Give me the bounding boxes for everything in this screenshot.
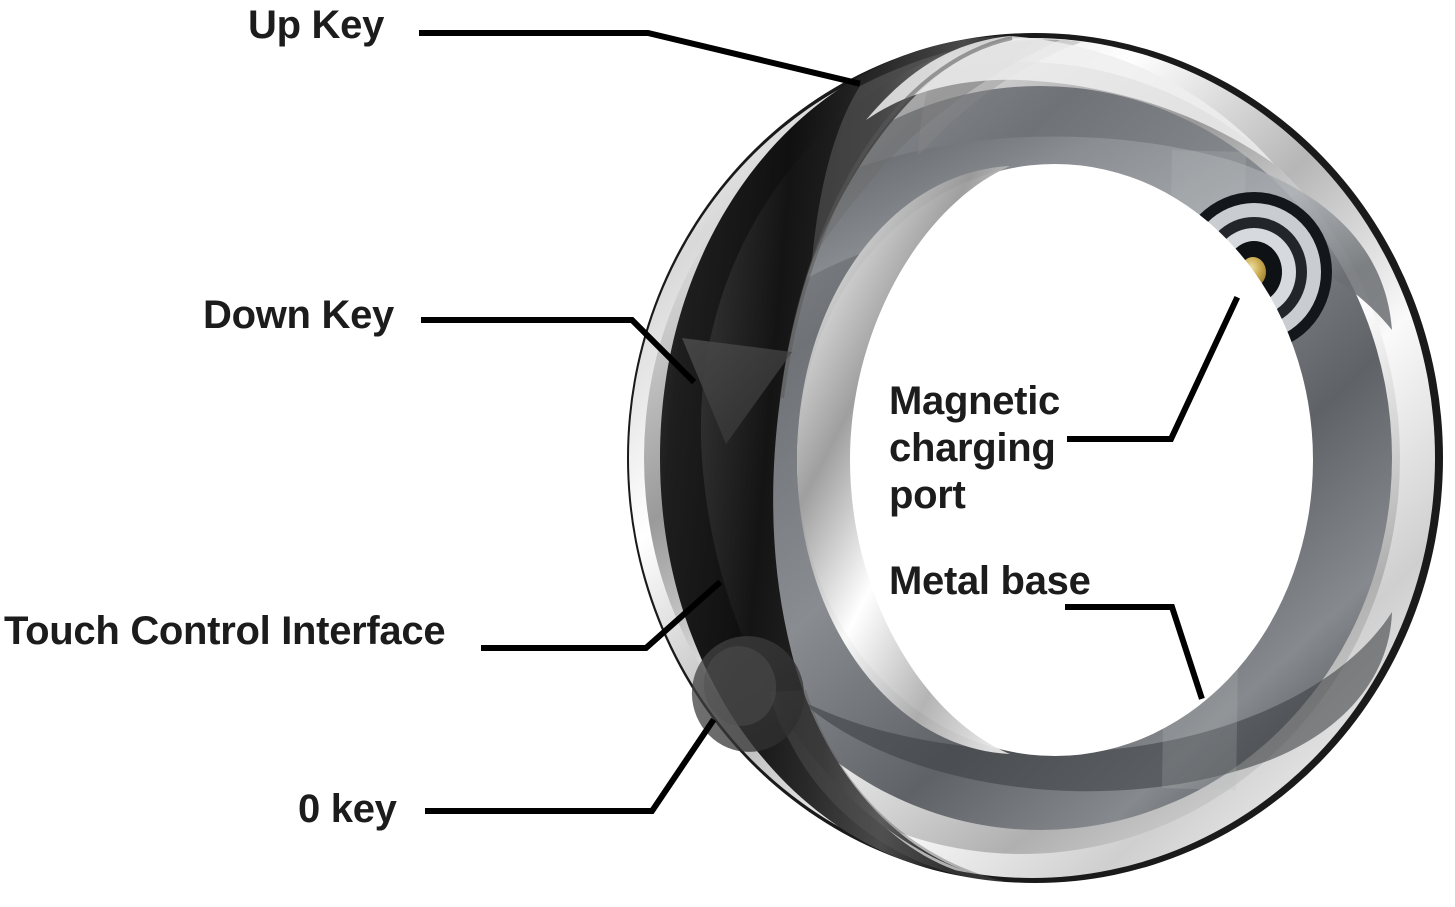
down-key-triangle[interactable]: [682, 338, 792, 444]
callout-up-key: Up Key: [248, 3, 385, 47]
band-chrome-separation: [780, 36, 1013, 399]
band-top-gloss: [812, 39, 1060, 261]
callout-zero-key: 0 key: [298, 787, 397, 831]
metal-base-top-highlight: [760, 136, 1392, 330]
touch-control-interface[interactable]: [681, 338, 815, 762]
callout-touch-control-interface: Touch Control Interface: [4, 609, 446, 653]
inner-hole-chrome-crescent: [797, 166, 1010, 754]
callout-down-key: Down Key: [203, 293, 394, 337]
chrome-front-lip: [866, 36, 1274, 164]
callout-magnetic-charging-port: Magnetic charging port: [889, 379, 1060, 518]
metal-base-bottom-shade: [800, 612, 1392, 792]
callout-metal-base: Metal base: [889, 559, 1091, 603]
zero-key-button-inner: [703, 646, 777, 726]
